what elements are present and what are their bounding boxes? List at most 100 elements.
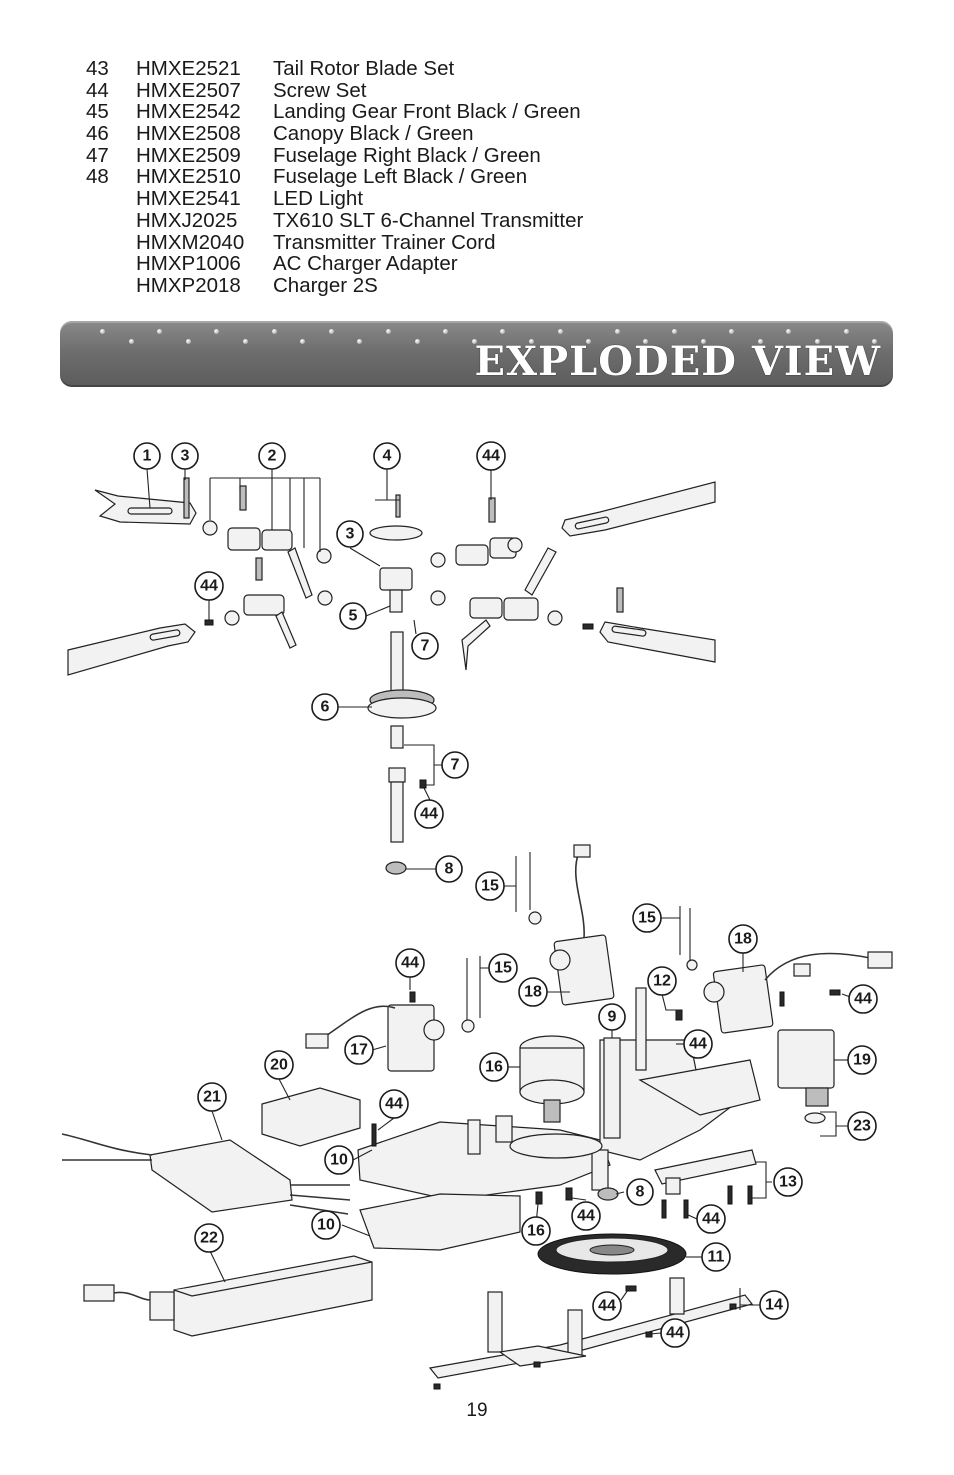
main-shaft-upper [390, 631, 404, 693]
part-number: 45 [86, 100, 109, 124]
parts-list-row: 47 HMXE2509 Fuselage Right Black / Green [86, 145, 583, 167]
blade-grip [261, 529, 293, 551]
landing-mount-rail [654, 1149, 757, 1185]
grip-arm [287, 547, 313, 599]
callout-label: 18 [734, 931, 752, 948]
screw [488, 497, 496, 523]
callout-label: 23 [853, 1118, 871, 1135]
rivet-dot [557, 329, 563, 334]
rivet-dot [157, 329, 163, 334]
callout-label: 19 [853, 1052, 871, 1069]
bearing [224, 610, 240, 626]
callout-label: 44 [482, 448, 500, 465]
rivet-dot [500, 329, 506, 334]
receiver-block [261, 1087, 361, 1147]
esc [61, 1133, 351, 1215]
rivet-dot [271, 329, 277, 334]
gyro-foot [804, 1112, 826, 1124]
part-number: 44 [86, 78, 109, 102]
screw [395, 494, 401, 518]
callout-label: 15 [481, 878, 499, 895]
grip-arm [461, 619, 491, 671]
callout-label: 7 [421, 638, 430, 655]
callout-label: 10 [317, 1217, 335, 1234]
servo [712, 964, 774, 1034]
part-code: HMXP2018 [136, 273, 241, 297]
part-code: HMXM2040 [136, 230, 245, 254]
part-number: 47 [86, 143, 109, 167]
mount [805, 1087, 829, 1107]
part-code: HMXE2542 [136, 100, 241, 124]
part-code: HMXE2521 [136, 57, 241, 80]
callout-label: 11 [708, 1249, 725, 1266]
main-blade-upper-left [94, 489, 197, 525]
callout-label: 1 [143, 448, 152, 465]
callout-label: 18 [524, 984, 542, 1001]
screw [183, 477, 190, 519]
rivet-dot [100, 329, 105, 334]
part-code: HMXE2509 [136, 143, 241, 167]
callout-label: 16 [527, 1223, 545, 1240]
parts-list-row: HMXJ2025 TX610 SLT 6-Channel Transmitter [86, 210, 583, 232]
callout-label: 15 [494, 960, 512, 977]
rivet-dot [357, 339, 363, 344]
battery [83, 1255, 373, 1337]
bearing [317, 590, 333, 606]
part-code: HMXJ2025 [136, 208, 238, 232]
callout-label: 44 [689, 1036, 707, 1053]
rivet-dot [300, 339, 306, 344]
callout-label: 15 [638, 910, 656, 927]
part-number: 48 [86, 165, 109, 189]
rivet-dot [872, 339, 878, 344]
mount-tab [665, 1177, 681, 1195]
bearing [547, 610, 563, 626]
rivet-dot [843, 329, 849, 334]
part-description: Fuselage Right Black / Green [273, 143, 541, 167]
callout-label: 44 [385, 1096, 403, 1113]
rivet-dot [586, 339, 592, 344]
rivet-dot [729, 329, 735, 334]
rivet-dot [815, 339, 820, 344]
part-description: Charger 2S [273, 273, 378, 297]
hub-collar [389, 589, 403, 613]
callout-label: 9 [608, 1009, 617, 1026]
blade-slot [611, 625, 647, 637]
callout-label: 7 [451, 757, 460, 774]
part-description: TX610 SLT 6-Channel Transmitter [273, 208, 584, 232]
callout-label: 44 [702, 1211, 720, 1228]
callout-label: 12 [653, 973, 671, 990]
rivet-dot [529, 339, 534, 344]
callout-label: 44 [666, 1325, 684, 1342]
callout-label: 44 [854, 991, 872, 1008]
screw [616, 587, 624, 613]
blade-grip [227, 527, 261, 551]
page-number: 19 [466, 1400, 488, 1421]
rivet-dot [185, 339, 191, 344]
callout-label: 44 [420, 806, 438, 823]
main-frame [357, 987, 761, 1201]
part-number: 43 [86, 57, 109, 80]
blade-slot [149, 629, 181, 641]
callout-label: 22 [200, 1230, 218, 1247]
servos [305, 844, 893, 1072]
linkage-rods [461, 852, 698, 1033]
callout-label: 6 [321, 699, 330, 716]
rivet-dot [643, 339, 649, 344]
callout-label: 16 [485, 1059, 503, 1076]
bearing [507, 537, 523, 553]
rivet-dot [328, 329, 334, 334]
bearing [430, 590, 446, 606]
callout-label: 17 [350, 1042, 368, 1059]
shaft-collar [388, 767, 406, 783]
motor [519, 1035, 585, 1123]
rivet-dot [243, 339, 248, 344]
screw [239, 485, 247, 511]
rivet-dot [786, 329, 792, 334]
